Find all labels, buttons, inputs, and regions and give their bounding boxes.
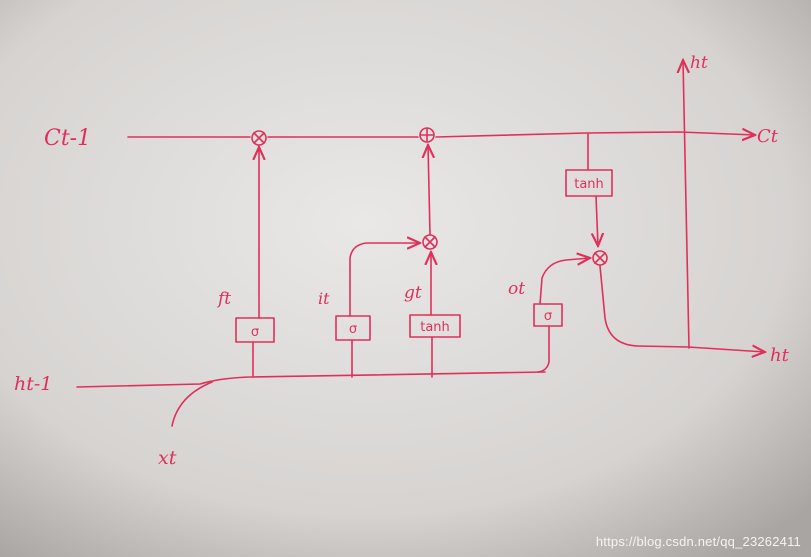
hidden-up-line [683,60,689,349]
input-gate-line [349,243,420,317]
label-i-t: it [318,289,330,308]
label-x-t: xt [158,447,177,469]
label-h-t-right: ht [770,345,790,366]
forget-sigma-box: σ [235,317,275,343]
label-h-t-top: ht [690,53,708,73]
tanh-to-multiply-line [596,195,598,246]
input-to-add-line [428,145,430,235]
add-node [419,127,435,143]
input-sigma-box: σ [335,315,371,341]
candidate-tanh-box: tanh [409,314,461,338]
output-sigma-label: σ [544,309,552,324]
cell-tanh-label: tanh [574,177,604,192]
hidden-input-bus [76,371,546,388]
label-c-t: Ct [757,126,779,147]
output-sigma-box: σ [533,303,563,327]
label-c-prev: Ct-1 [44,126,91,151]
label-f-t: ft [216,289,231,309]
label-o-t: ot [508,279,525,299]
input-sigma-label: σ [349,322,357,337]
label-h-prev: ht-1 [14,373,52,395]
input-x-line [171,381,213,427]
output-multiply-node [592,250,608,266]
candidate-tanh-label: tanh [420,320,450,335]
label-g-t: gt [404,283,422,303]
cell-state-line-right [435,132,755,137]
watermark: https://blog.csdn.net/qq_23262411 [595,534,801,549]
output-gate-line [539,258,590,305]
forget-sigma-label: σ [251,325,259,340]
forget-multiply-node [251,130,267,146]
cell-tanh-box: tanh [565,169,613,197]
input-multiply-node [422,234,438,250]
hidden-output-line [599,265,765,352]
